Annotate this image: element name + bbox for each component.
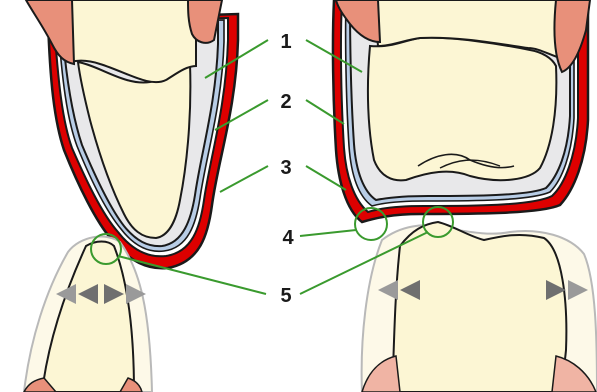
callout-5: 5 xyxy=(280,285,291,307)
right-tooth-stump xyxy=(368,38,556,181)
callout-4: 4 xyxy=(282,227,294,249)
right-lower-tooth-body xyxy=(392,222,566,392)
callout-3: 3 xyxy=(280,157,291,179)
callout-2: 2 xyxy=(280,91,291,113)
leader-3-left xyxy=(220,166,268,192)
callout-1: 1 xyxy=(280,31,291,53)
leader-4 xyxy=(300,230,356,236)
left-crown xyxy=(26,0,238,268)
right-crown xyxy=(333,0,590,222)
